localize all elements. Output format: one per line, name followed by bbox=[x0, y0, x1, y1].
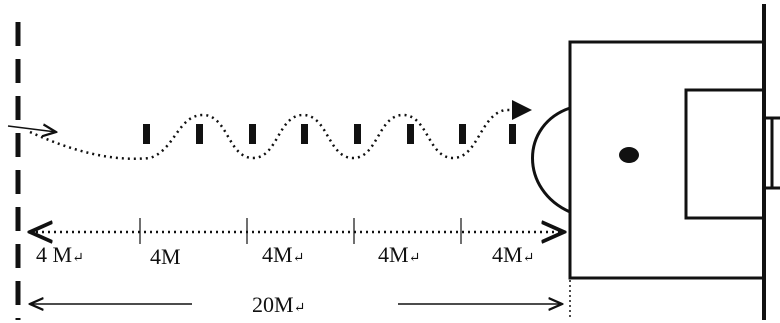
cone bbox=[354, 124, 361, 144]
penalty-area-box bbox=[568, 40, 762, 280]
return-mark-icon: ↵ bbox=[294, 301, 306, 316]
cone bbox=[459, 124, 466, 144]
cone bbox=[196, 124, 203, 144]
cone-row bbox=[143, 124, 516, 144]
start-arrow bbox=[7, 126, 56, 132]
segment-label: 4M↵ bbox=[492, 242, 534, 267]
ball-dot-icon bbox=[619, 147, 639, 163]
cone bbox=[509, 124, 516, 144]
dribble-path-dotted bbox=[29, 100, 532, 160]
return-mark-icon: ↵ bbox=[293, 251, 305, 266]
goal-net bbox=[766, 116, 780, 190]
return-mark-icon: ↵ bbox=[523, 251, 535, 266]
segment-ticks bbox=[139, 218, 462, 244]
segment-labels: 4 M↵ 4M 4M↵ 4M↵ 4M↵ bbox=[36, 242, 534, 269]
goal-area-box bbox=[684, 88, 762, 220]
segment-label: 4M bbox=[150, 244, 181, 269]
cone bbox=[143, 124, 150, 144]
cone bbox=[407, 124, 414, 144]
return-mark-icon: ↵ bbox=[72, 251, 84, 266]
segment-label: 4M↵ bbox=[262, 242, 304, 267]
penalty-arc bbox=[531, 106, 571, 214]
cone bbox=[301, 124, 308, 144]
total-distance-label: 20M↵ bbox=[252, 292, 305, 317]
return-mark-icon: ↵ bbox=[409, 251, 421, 266]
cone bbox=[249, 124, 256, 144]
segment-label: 4M↵ bbox=[378, 242, 420, 267]
segment-label: 4 M↵ bbox=[36, 242, 84, 267]
